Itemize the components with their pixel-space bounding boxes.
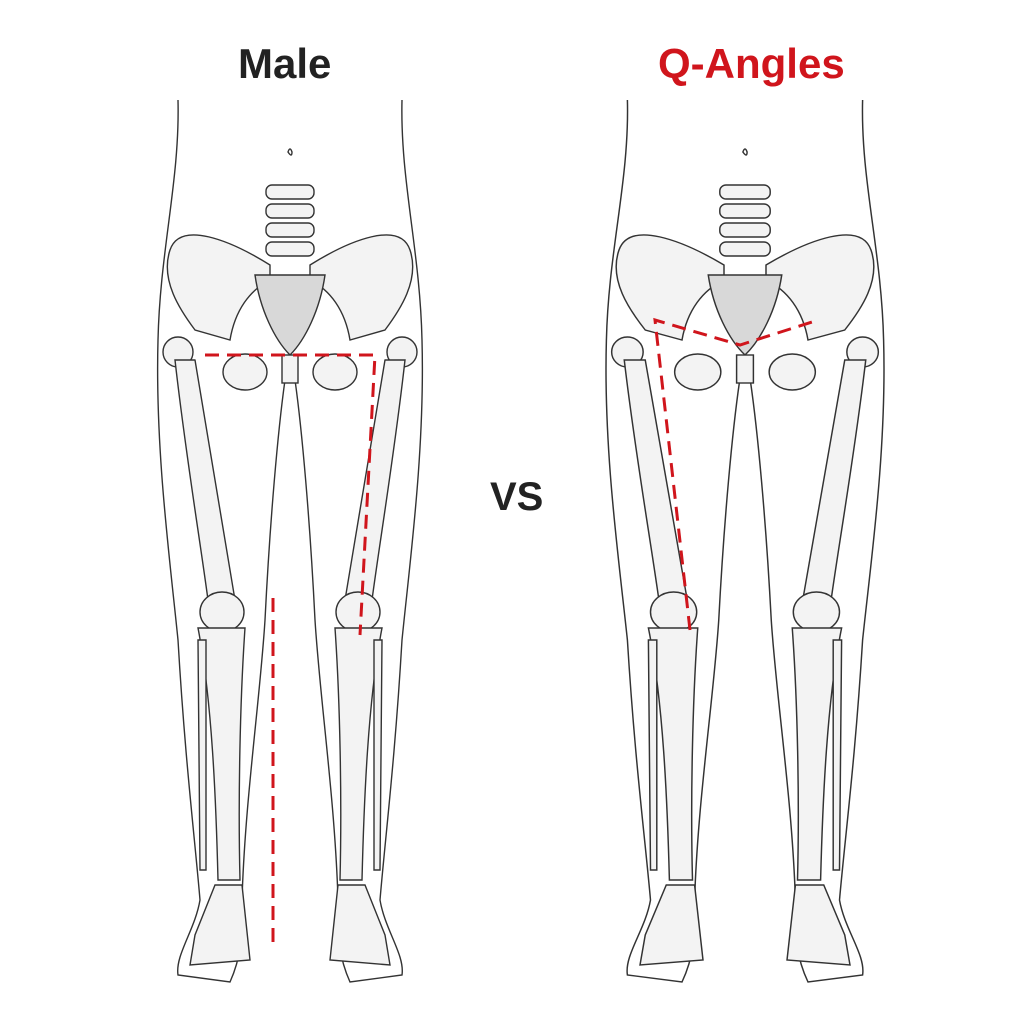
male-title: Male bbox=[238, 40, 332, 87]
male-skeleton bbox=[156, 99, 424, 983]
female-skeleton bbox=[605, 99, 885, 983]
q-angles-title: Q-Angles bbox=[658, 40, 845, 87]
female-q-angle-line bbox=[653, 317, 813, 631]
male-q-angle-line bbox=[205, 353, 377, 636]
versus-label: VS bbox=[490, 475, 544, 519]
